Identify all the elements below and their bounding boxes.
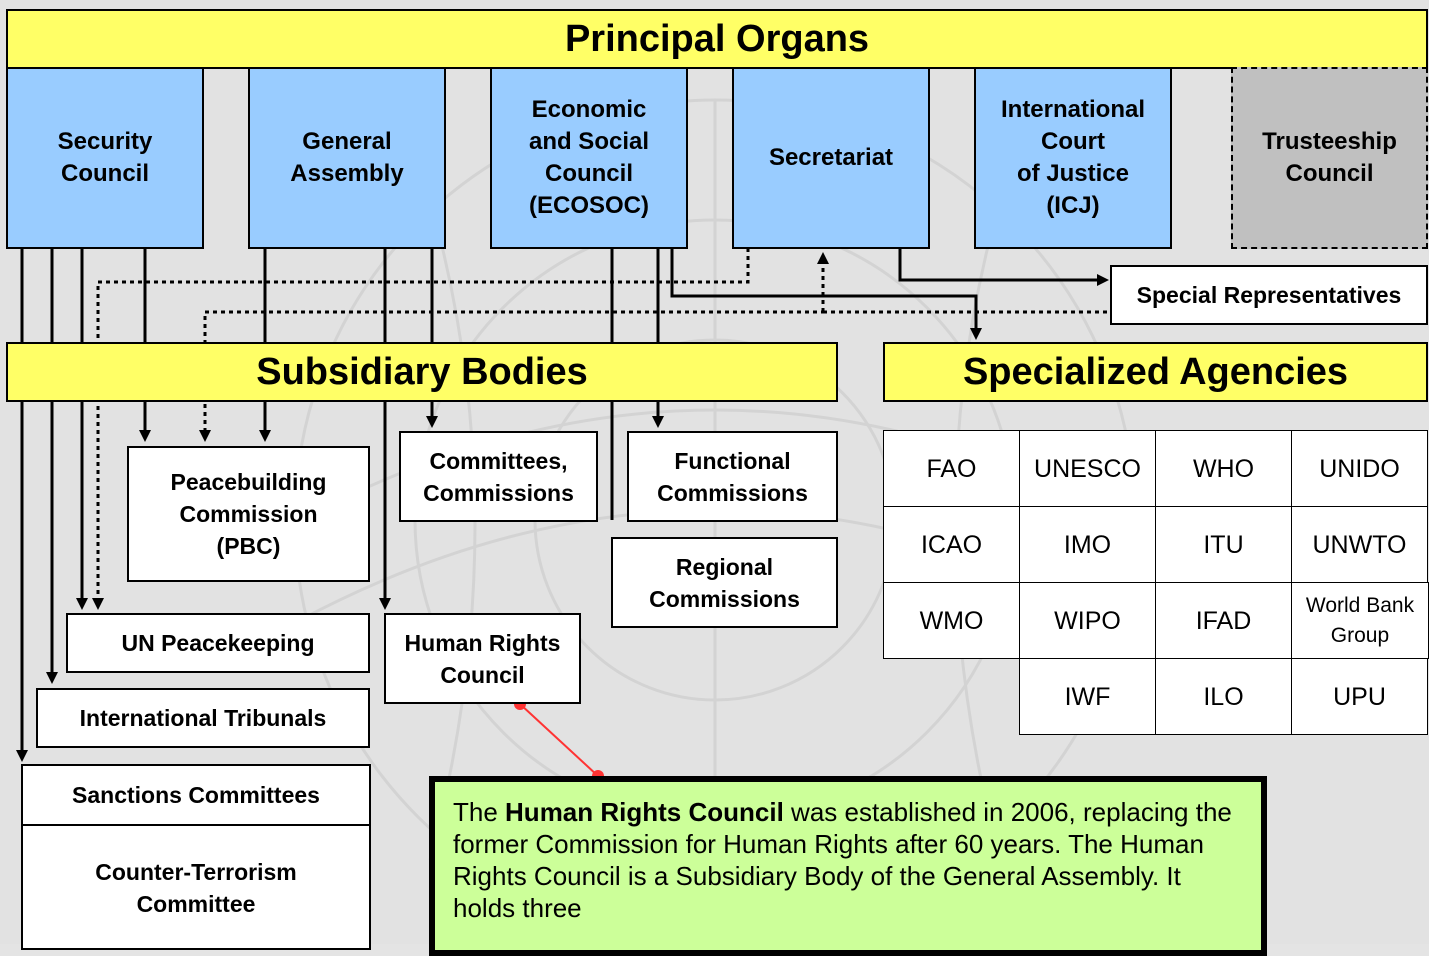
- agency-cell[interactable]: World Bank Group: [1291, 582, 1429, 659]
- organ-security-council[interactable]: Security Council: [6, 67, 204, 249]
- agency-cell[interactable]: IWF: [1019, 658, 1156, 735]
- committees-commissions-box[interactable]: Committees, Commissions: [399, 431, 598, 522]
- agency-cell[interactable]: UNIDO: [1291, 430, 1428, 507]
- organ-trusteeship-council[interactable]: Trusteeship Council: [1231, 67, 1428, 249]
- agency-cell[interactable]: IMO: [1019, 506, 1156, 583]
- agency-cell[interactable]: UNESCO: [1019, 430, 1156, 507]
- agency-cell[interactable]: ILO: [1155, 658, 1292, 735]
- special-representatives-box[interactable]: Special Representatives: [1110, 265, 1428, 325]
- sanctions-committees-box[interactable]: Sanctions Committees: [21, 764, 371, 826]
- note-text: was established in 2006, replacing the f…: [453, 797, 1232, 923]
- human-rights-council-box[interactable]: Human Rights Council: [384, 613, 581, 704]
- agency-cell[interactable]: WMO: [883, 582, 1020, 659]
- functional-commissions-box[interactable]: Functional Commissions: [627, 431, 838, 522]
- agency-cell[interactable]: ICAO: [883, 506, 1020, 583]
- agency-cell[interactable]: WHO: [1155, 430, 1292, 507]
- peacebuilding-commission-box[interactable]: Peacebuilding Commission (PBC): [127, 446, 370, 582]
- un-peacekeeping-box[interactable]: UN Peacekeeping: [66, 613, 370, 673]
- organ-secretariat[interactable]: Secretariat: [732, 67, 930, 249]
- agency-cell[interactable]: WIPO: [1019, 582, 1156, 659]
- note-bold: Human Rights Council: [505, 797, 784, 827]
- specialized-agencies-header: Specialized Agencies: [883, 342, 1428, 402]
- organ-general-assembly[interactable]: General Assembly: [248, 67, 446, 249]
- note-prefix: The: [453, 797, 506, 827]
- agency-cell[interactable]: UNWTO: [1291, 506, 1428, 583]
- subsidiary-bodies-header: Subsidiary Bodies: [6, 342, 838, 402]
- human-rights-note: The Human Rights Council was established…: [429, 776, 1267, 956]
- regional-commissions-box[interactable]: Regional Commissions: [611, 537, 838, 628]
- organ-icj[interactable]: International Court of Justice (ICJ): [974, 67, 1172, 249]
- counter-terrorism-committee-box[interactable]: Counter-Terrorism Committee: [21, 824, 371, 950]
- agency-cell[interactable]: UPU: [1291, 658, 1428, 735]
- agency-cell[interactable]: IFAD: [1155, 582, 1292, 659]
- international-tribunals-box[interactable]: International Tribunals: [36, 688, 370, 748]
- organ-ecosoc[interactable]: Economic and Social Council (ECOSOC): [490, 67, 688, 249]
- agency-cell[interactable]: ITU: [1155, 506, 1292, 583]
- agency-cell[interactable]: FAO: [883, 430, 1020, 507]
- principal-organs-header: Principal Organs: [6, 9, 1428, 69]
